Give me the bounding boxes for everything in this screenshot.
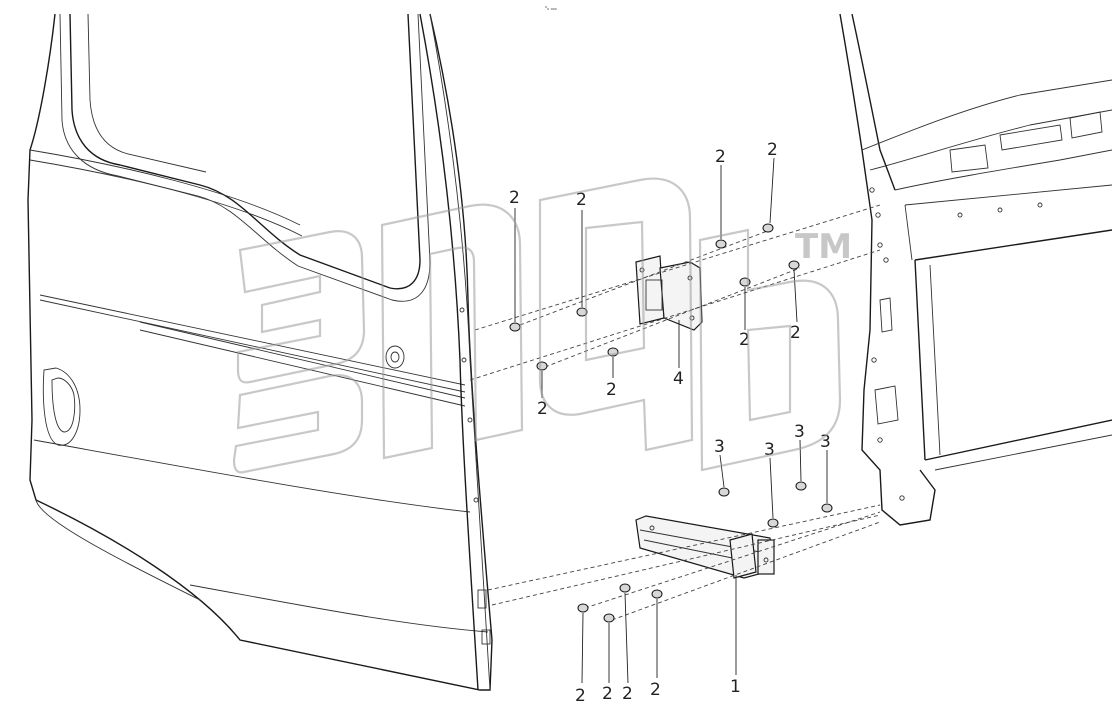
callout-label: 1 bbox=[730, 677, 741, 697]
nut bbox=[718, 487, 730, 497]
bolt bbox=[762, 223, 774, 233]
callout-label: 2 bbox=[606, 380, 617, 400]
bolt bbox=[577, 603, 589, 613]
callout-label: 2 bbox=[537, 399, 548, 419]
bolt bbox=[788, 260, 800, 270]
callout-label: 4 bbox=[673, 369, 684, 389]
bolt bbox=[603, 613, 615, 623]
cab-body-pillar bbox=[839, 13, 1112, 526]
callout-label: 2 bbox=[576, 190, 587, 210]
alignment-lines bbox=[469, 204, 881, 621]
watermark-trademark: TM bbox=[795, 227, 852, 267]
callout-label: 2 bbox=[509, 188, 520, 208]
callout-label: 3 bbox=[714, 437, 725, 457]
bolt bbox=[619, 583, 631, 593]
bolt bbox=[509, 322, 521, 332]
top-tiny-mark: ⁰₀ ₀₀₀ bbox=[545, 6, 557, 12]
callout-label: 2 bbox=[767, 140, 778, 160]
callout-label: 3 bbox=[764, 440, 775, 460]
callout-label: 2 bbox=[650, 680, 661, 700]
callout-label: 2 bbox=[715, 147, 726, 167]
nut bbox=[821, 503, 833, 513]
leader-lines bbox=[514, 157, 828, 684]
callout-label: 2 bbox=[739, 330, 750, 350]
lower-hinge-part-1 bbox=[635, 515, 775, 579]
callout-label: 2 bbox=[622, 684, 633, 704]
callout-label: 3 bbox=[794, 422, 805, 442]
bolt bbox=[651, 589, 663, 599]
nut bbox=[767, 518, 779, 528]
watermark-logo: TM bbox=[232, 177, 852, 474]
door-panel bbox=[27, 13, 493, 691]
callout-label: 3 bbox=[820, 432, 831, 452]
callout-labels: 2 2 2 2 2 2 2 2 4 3 3 3 3 2 2 2 2 1 bbox=[509, 140, 831, 706]
bolt bbox=[715, 239, 727, 249]
bolt bbox=[536, 361, 548, 371]
nut bbox=[795, 481, 807, 491]
callout-label: 2 bbox=[602, 684, 613, 704]
callout-label: 2 bbox=[575, 686, 586, 706]
callout-label: 2 bbox=[790, 323, 801, 343]
